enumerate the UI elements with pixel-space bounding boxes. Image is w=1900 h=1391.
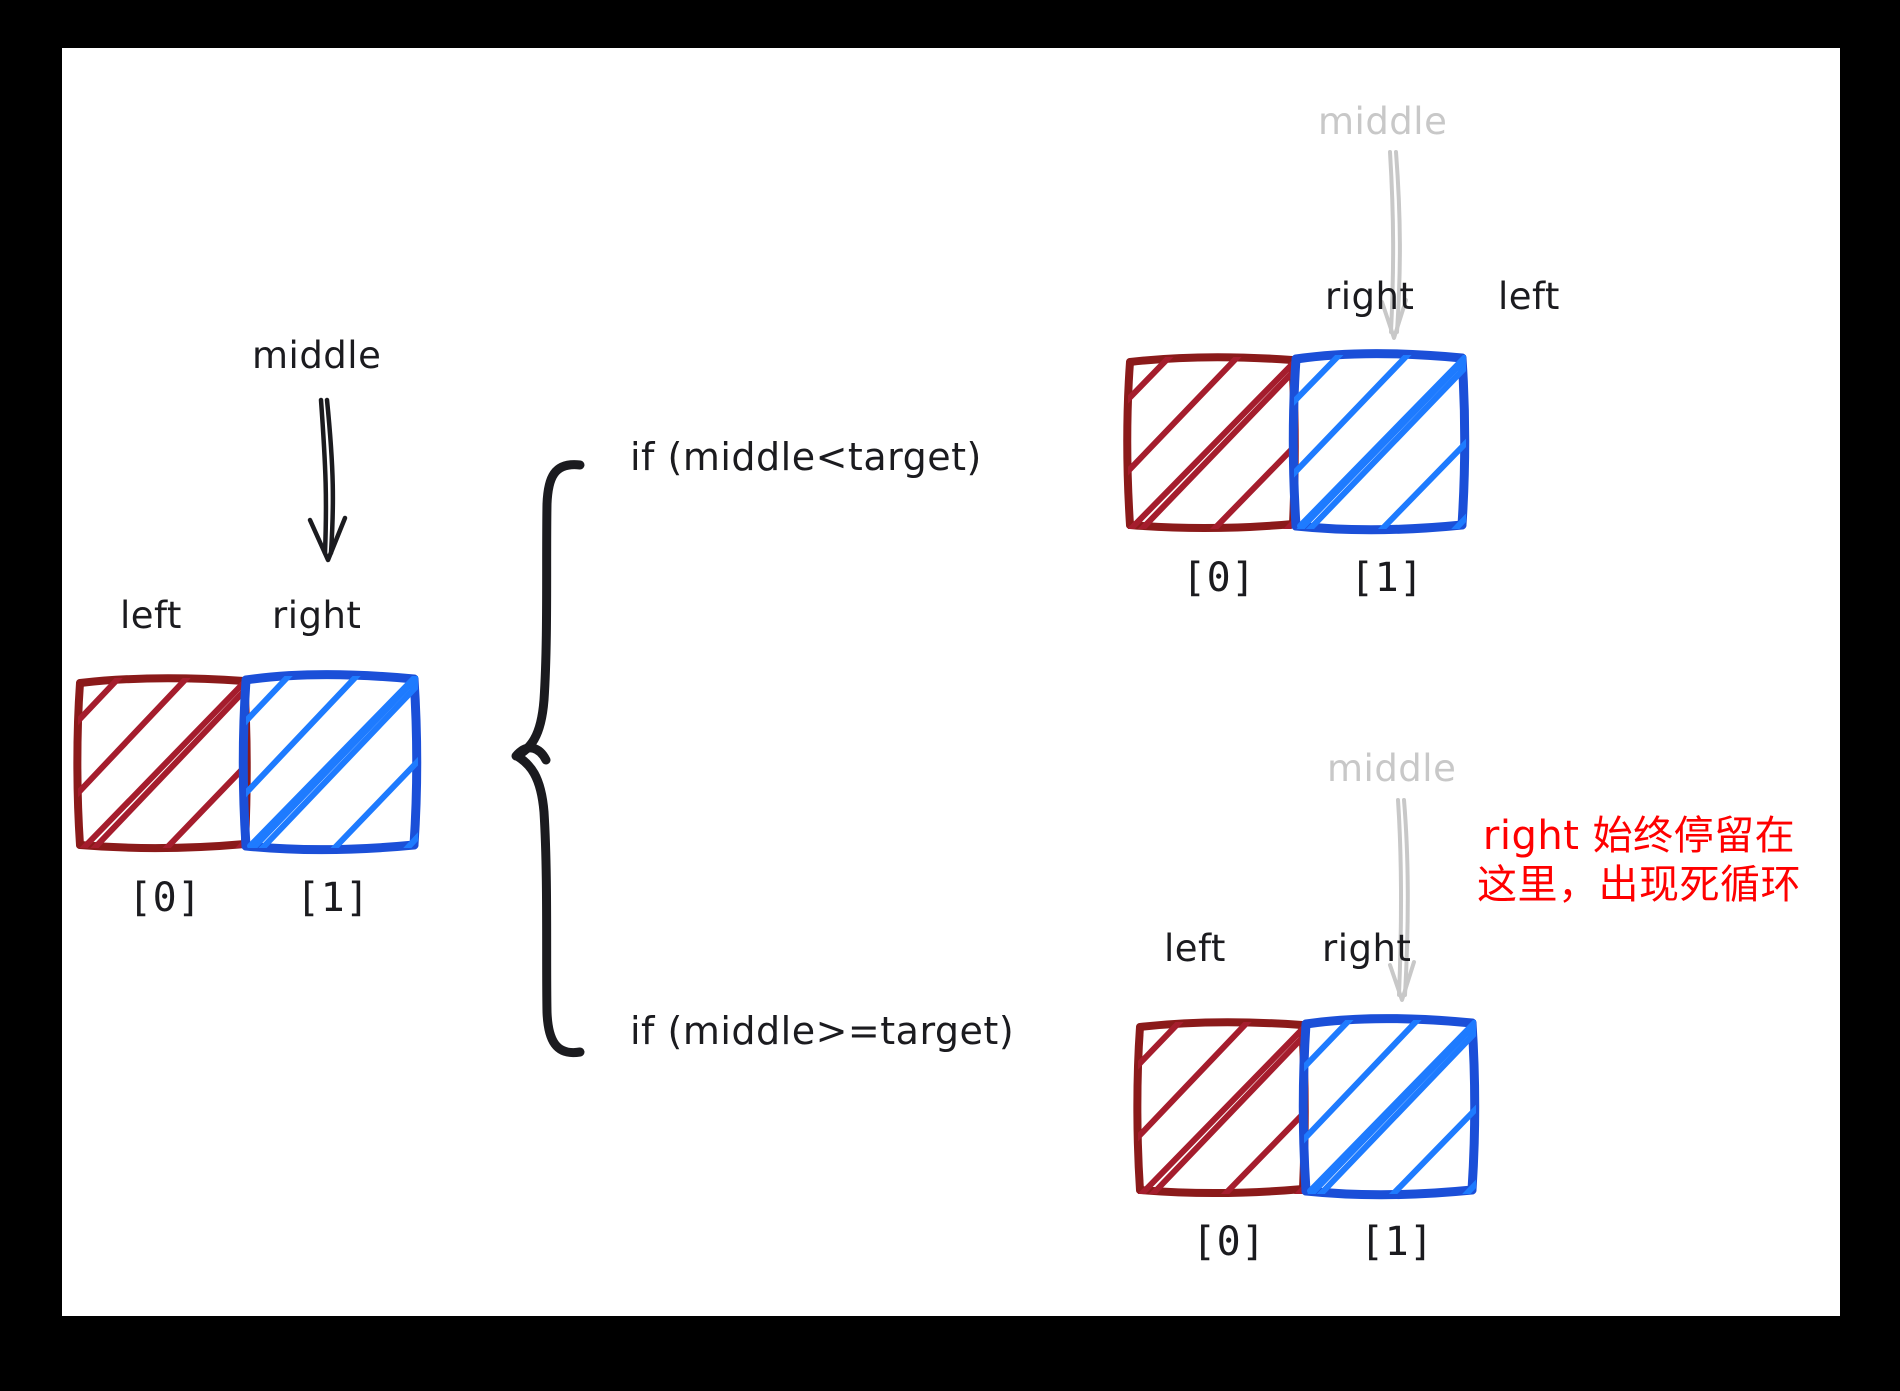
cell-1-ge-hatch [1304,1020,1476,1194]
cell-1-start-hatch [246,676,418,848]
cell-1-lt-box [1288,349,1470,535]
middle-label-start: middle [252,334,382,377]
cell-0-ge-hatch [1138,1022,1304,1194]
frame-right [1840,0,1900,1368]
cell-0-start-hatch [78,678,246,848]
index-0-ge: [0] [1192,1219,1266,1265]
right-label-lt: right [1325,275,1415,318]
right-label-ge: right [1322,927,1412,970]
left-label-ge: left [1164,927,1226,970]
condition-middle-lt-target: if (middle<target) [630,435,982,479]
condition-middle-ge-target: if (middle>=target) [630,1009,1015,1053]
whiteboard-sheet [62,48,1840,1316]
cell-1-lt-hatch [1294,355,1466,529]
index-0-lt: [0] [1182,555,1256,601]
infinite-loop-annotation: right 始终停留在 这里，出现死循环 [1477,813,1801,908]
middle-arrow-start [307,397,348,563]
index-1-lt: [1] [1350,555,1424,601]
middle-label-lt: middle [1318,100,1448,143]
middle-arrow-lt [1380,150,1408,340]
index-1-start: [1] [296,875,370,921]
index-1-ge: [1] [1360,1219,1434,1265]
branch-brace [511,460,585,1058]
cell-1-start-box [238,670,422,855]
middle-label-ge: middle [1327,747,1457,790]
middle-arrow-ge [1388,798,1416,1002]
right-label-start: right [272,594,362,637]
index-0-start: [0] [128,875,202,921]
left-label-start: left [120,594,182,637]
frame-left [0,0,62,1368]
left-label-lt: left [1498,275,1560,318]
cell-0-lt-hatch [1128,357,1294,529]
